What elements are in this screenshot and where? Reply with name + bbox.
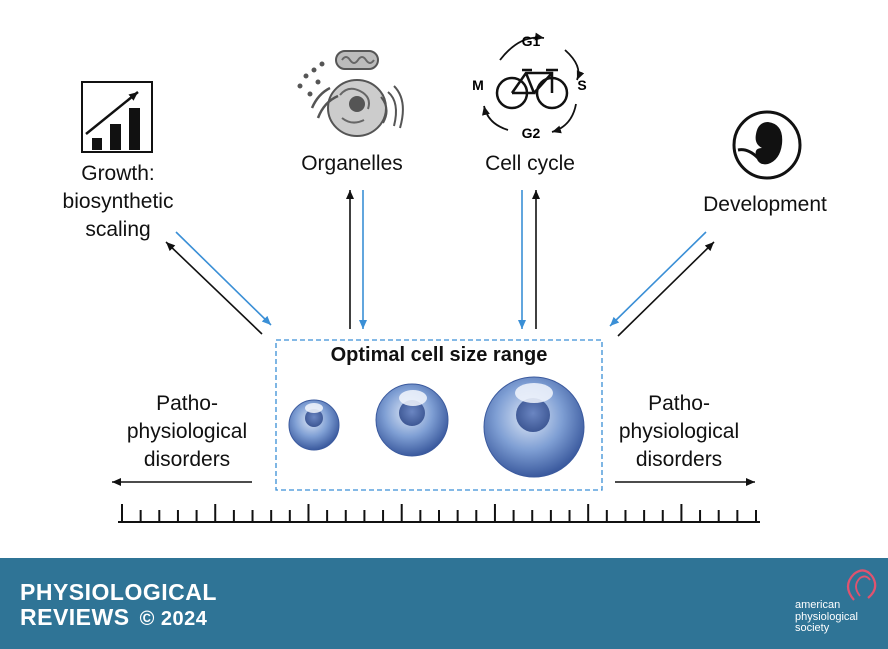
growth-to-cell-arrow	[175, 231, 272, 326]
patho-left-line1: Patho-	[156, 392, 218, 415]
copyright: © 2024	[139, 608, 208, 630]
patho-right-line3: disorders	[635, 448, 723, 471]
cell-to-development-arrow	[617, 241, 715, 337]
growth-chart-icon	[81, 81, 153, 153]
size-scale	[118, 504, 760, 523]
society-line3: society	[795, 622, 830, 634]
patho-right-line1: Patho-	[648, 392, 710, 415]
patho-right-line2: physiological	[618, 420, 740, 443]
growth-label-line3: scaling	[85, 218, 151, 241]
society-logo-icon	[846, 569, 877, 601]
organelles-icon	[297, 50, 404, 137]
phase-s-label: S	[577, 77, 586, 93]
embryo-icon	[732, 110, 802, 180]
development-to-cell-arrow	[609, 231, 707, 327]
patho-left-label: Patho- physiological disorders	[122, 390, 252, 474]
footer-banner: PHYSIOLOGICAL REVIEWS © 2024 american phy…	[0, 558, 888, 649]
optimal-range-title: Optimal cell size range	[330, 344, 548, 366]
large-cell	[483, 376, 585, 478]
society-name: american physiological society	[795, 599, 858, 635]
cell-to-growth-arrow	[165, 241, 263, 335]
development-label: Development	[703, 193, 827, 216]
society-line1: american	[795, 599, 841, 611]
medium-cell	[375, 383, 449, 457]
phase-g2-label: G2	[522, 125, 541, 141]
optimal-range-box	[275, 339, 603, 491]
phase-g1-label: G1	[522, 33, 541, 49]
growth-label-line1: Growth:	[81, 162, 155, 185]
patho-left-line3: disorders	[143, 448, 231, 471]
cell-cycle-label: Cell cycle	[485, 152, 575, 175]
patho-right-label: Patho- physiological disorders	[614, 390, 744, 474]
society-line2: physiological	[795, 610, 858, 623]
small-cell	[288, 399, 340, 451]
journal-line1: PHYSIOLOGICAL	[20, 579, 217, 605]
phase-m-label: M	[472, 77, 484, 93]
growth-label-line2: biosynthetic	[62, 190, 174, 213]
diagram-canvas: G1 S G2 M	[81, 32, 802, 523]
patho-left-line2: physiological	[126, 420, 248, 443]
journal-name: PHYSIOLOGICAL REVIEWS © 2024	[20, 580, 217, 632]
journal-line2: REVIEWS	[20, 604, 130, 630]
growth-label: Growth: biosynthetic scaling	[48, 160, 188, 244]
bicycle-icon	[482, 32, 585, 134]
organelles-label: Organelles	[301, 152, 403, 175]
